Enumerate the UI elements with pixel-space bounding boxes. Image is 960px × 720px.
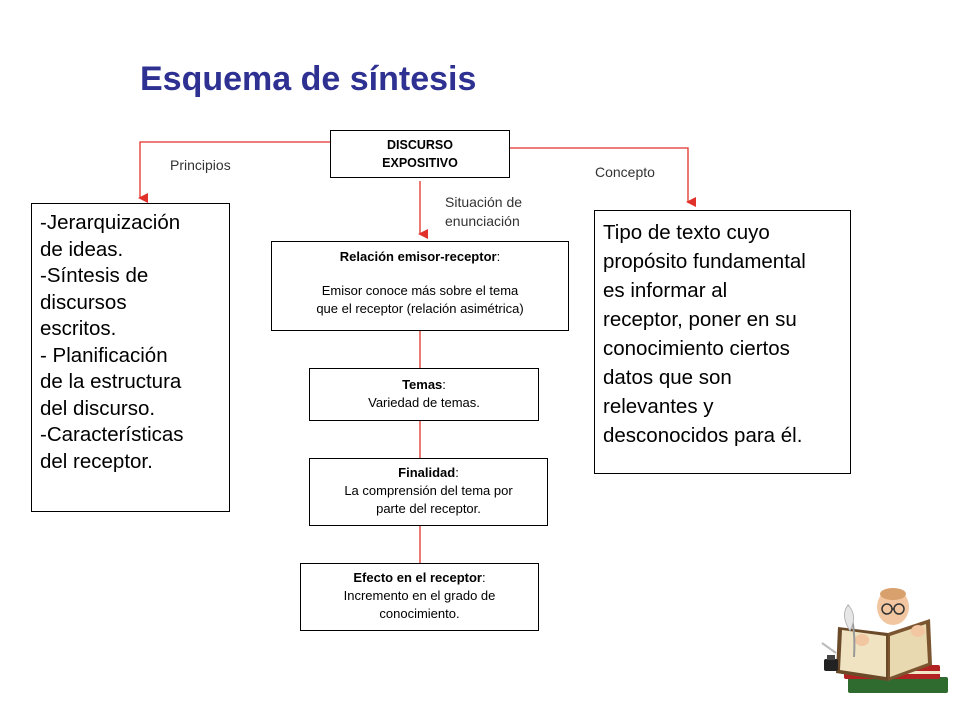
temas-line-1: Variedad de temas. [368,395,480,410]
relacion-colon: : [496,249,501,264]
principios-line: -Síntesis de [40,264,149,287]
concepto-label: Concepto [595,164,655,180]
finalidad-heading-row: Finalidad: [310,464,547,482]
concepto-box: Tipo de texto cuyo propósito fundamental… [594,210,851,474]
concepto-connector [510,147,696,207]
principios-line: discursos [40,290,127,314]
principios-line: - Planificación [40,343,168,367]
concepto-line: relevantes y [603,395,714,418]
relacion-line-2: que el receptor (relación asimétrica) [316,301,524,316]
relacion-line-1: Emisor conoce más sobre el tema [321,283,519,298]
temas-box: Temas: Variedad de temas. [309,368,539,421]
root-node-box: DISCURSO EXPOSITIVO [330,130,510,178]
efecto-heading-row: Efecto en el receptor: [301,569,538,587]
finalidad-line-2: parte del receptor. [376,501,481,516]
efecto-line-2: conocimiento. [379,606,460,621]
efecto-colon: : [481,570,486,585]
principios-line: de la estructura [40,370,182,393]
situacion-label-line-2: enunciación [445,213,520,229]
page-title: Esquema de síntesis [140,60,477,98]
concepto-line: receptor, poner en su [603,308,797,331]
relacion-heading: Relación emisor-receptor [339,249,497,264]
concepto-line: es informar al [603,279,728,302]
principios-line: del receptor. [40,449,153,473]
concepto-line: conocimiento ciertos [603,337,790,360]
temas-heading-row: Temas: [310,376,538,394]
professor-reading-book-icon [821,588,948,693]
root-line-2: EXPOSITIVO [382,156,458,170]
principios-line: escritos. [40,317,117,340]
concepto-line: propósito fundamental [603,250,806,273]
principios-connector [138,141,330,203]
situacion-label: Situación de enunciación [445,193,522,231]
finalidad-line-1: La comprensión del tema por [344,483,513,498]
principios-box: -Jerarquización de ideas. -Síntesis de d… [31,203,230,512]
relacion-box: Relación emisor-receptor: Emisor conoce … [271,241,569,331]
temas-colon: : [442,377,446,392]
situacion-label-line-1: Situación de [445,194,523,210]
concepto-line: desconocidos para él. [603,424,803,447]
principios-line: -Jerarquización [40,211,181,234]
efecto-line-1: Incremento en el grado de [343,588,496,603]
root-line-1: DISCURSO [387,138,453,152]
relacion-heading-row: Relación emisor-receptor: [272,248,568,266]
efecto-box: Efecto en el receptor: Incremento en el … [300,563,539,631]
principios-label: Principios [170,157,231,173]
finalidad-colon: : [455,465,459,480]
principios-line: del discurso. [40,396,156,420]
concepto-line: datos que son [603,366,732,389]
efecto-heading: Efecto en el receptor [353,570,482,585]
principios-line: -Características [40,423,184,446]
finalidad-heading: Finalidad [398,465,456,480]
temas-heading: Temas [402,377,443,392]
principios-line: de ideas. [40,237,124,261]
concepto-line: Tipo de texto cuyo [603,221,770,244]
finalidad-box: Finalidad: La comprensión del tema por p… [309,458,548,526]
